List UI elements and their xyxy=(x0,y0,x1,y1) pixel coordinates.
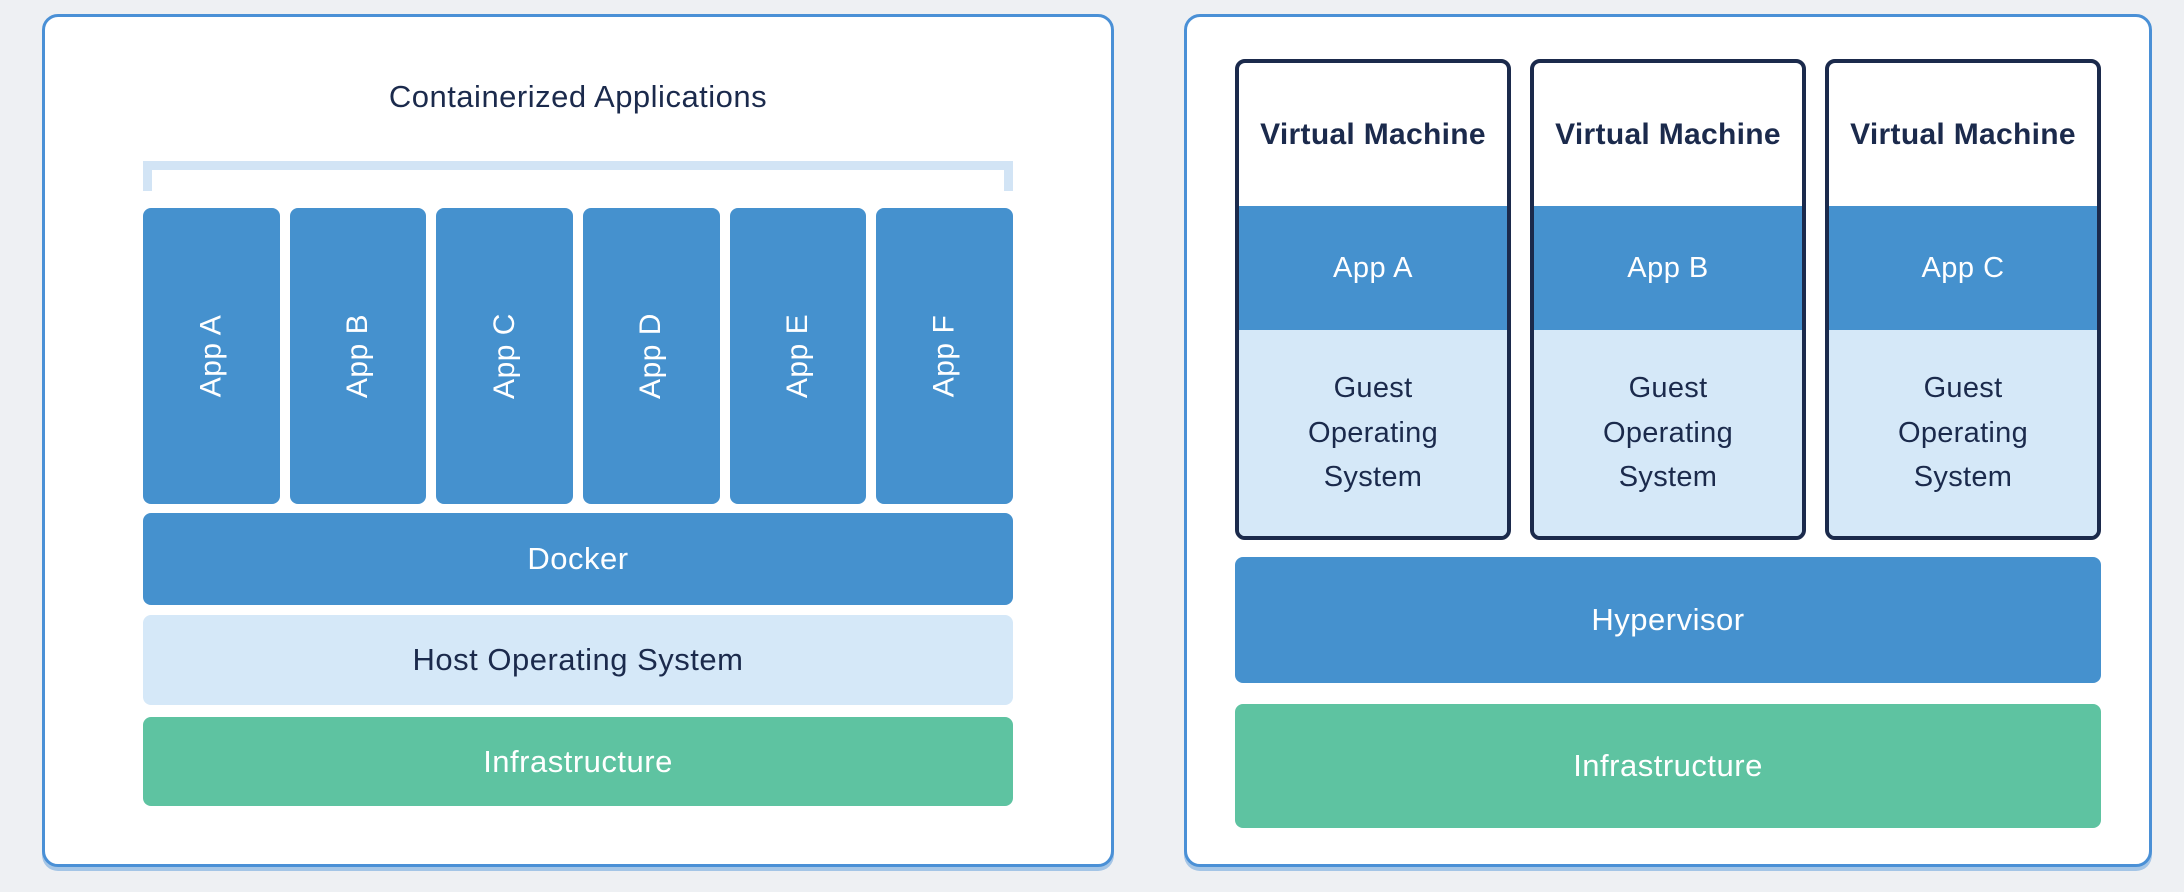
vm-box-1: Virtual Machine App A Guest Operating Sy… xyxy=(1235,59,1511,540)
app-label: App D xyxy=(634,313,668,399)
vm-title: Virtual Machine xyxy=(1260,117,1486,151)
vm-box-3: Virtual Machine App C Guest Operating Sy… xyxy=(1825,59,2101,540)
apps-group-bracket xyxy=(143,161,1013,191)
layer-hypervisor: Hypervisor xyxy=(1235,557,2101,683)
layer-docker: Docker xyxy=(143,513,1013,605)
apps-row: App A App B App C App D App E App F xyxy=(143,208,1014,504)
vm-box-2: Virtual Machine App B Guest Operating Sy… xyxy=(1530,59,1806,540)
vm-app-section: App A xyxy=(1239,206,1507,330)
vm-row: Virtual Machine App A Guest Operating Sy… xyxy=(1235,59,2101,540)
layer-host-operating-system: Host Operating System xyxy=(143,615,1013,705)
layer-docker-label: Docker xyxy=(527,541,629,576)
layer-host-os-label: Host Operating System xyxy=(412,642,744,677)
app-label: App F xyxy=(927,314,961,398)
vm-guest-os-label: Guest Operating System xyxy=(1897,371,2029,494)
layer-infrastructure-left: Infrastructure xyxy=(143,717,1013,806)
app-container-c: App C xyxy=(436,208,574,504)
app-container-b: App B xyxy=(289,208,427,504)
layer-infrastructure-right: Infrastructure xyxy=(1235,704,2101,828)
vm-guest-os-section: Guest Operating System xyxy=(1829,330,2097,536)
virtual-machines-panel: Virtual Machine App A Guest Operating Sy… xyxy=(1184,14,2152,867)
containers-panel-title: Containerized Applications xyxy=(388,79,768,114)
vm-app-section: App B xyxy=(1534,206,1802,330)
app-container-e: App E xyxy=(729,208,867,504)
vm-app-section: App C xyxy=(1829,206,2097,330)
vm-app-label: App A xyxy=(1333,251,1413,284)
app-label: App B xyxy=(341,313,375,399)
app-label: App C xyxy=(487,313,521,399)
vm-title: Virtual Machine xyxy=(1555,117,1781,151)
layer-infrastructure-label: Infrastructure xyxy=(483,743,673,779)
vm-guest-os-label: Guest Operating System xyxy=(1307,371,1439,494)
vm-title: Virtual Machine xyxy=(1850,117,2076,151)
app-label: App A xyxy=(194,314,228,398)
vm-guest-os-section: Guest Operating System xyxy=(1239,330,1507,536)
app-label: App E xyxy=(781,313,815,399)
vm-app-label: App C xyxy=(1921,251,2005,284)
app-container-a: App A xyxy=(143,208,280,504)
app-container-d: App D xyxy=(583,208,720,504)
app-container-f: App F xyxy=(876,208,1014,504)
containerized-applications-panel: Containerized Applications App A App B A… xyxy=(42,14,1114,867)
vm-guest-os-label: Guest Operating System xyxy=(1602,371,1734,494)
vm-guest-os-section: Guest Operating System xyxy=(1534,330,1802,536)
vm-app-label: App B xyxy=(1627,251,1709,284)
layer-hypervisor-label: Hypervisor xyxy=(1591,602,1745,637)
layer-infrastructure-label: Infrastructure xyxy=(1573,748,1763,783)
